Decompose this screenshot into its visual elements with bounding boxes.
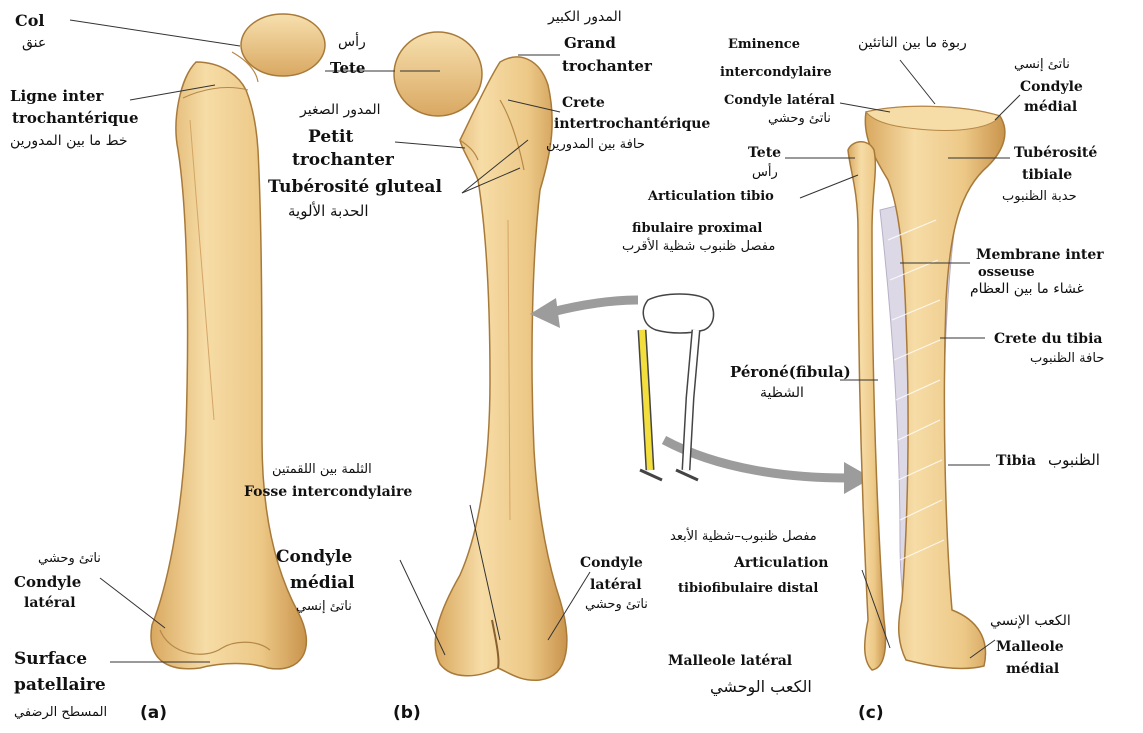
panel-label-a: (a) [140, 704, 167, 723]
label-condyle-med-b: Condyle [276, 548, 352, 567]
label-lateral-b: latéral [590, 578, 642, 594]
label-petit: Petit [308, 128, 353, 147]
label-condyle-med-ar-c: ناتئ إنسي [1014, 58, 1070, 73]
label-articulation-distal-ar: مفصل ظنبوب–شظية الأبعد [670, 530, 817, 545]
label-condyle-med-c: Condyle [1020, 80, 1083, 96]
label-crete-tibia-ar: حافة الظنبوب [1030, 352, 1104, 367]
label-perone-ar: الشظية [760, 386, 804, 402]
label-articulation-proximal: Articulation tibio [648, 190, 774, 205]
label-articulation-proximal-ar: مفصل ظنبوب شظية الأقرب [622, 240, 775, 255]
label-intercondylaire-c: intercondylaire [720, 66, 832, 81]
label-fosse-ar: الثلمة بين اللقمتين [272, 463, 372, 478]
label-condyle-lat-c: Condyle latéral [724, 94, 835, 109]
label-membrane: Membrane inter [976, 248, 1104, 264]
label-crete: Crete [562, 96, 605, 112]
label-intertrochanterique: intertrochantérique [554, 117, 710, 133]
label-ligne-ar: خط ما بين المدورين [10, 134, 128, 150]
label-fibulaire-proximal: fibulaire proximal [632, 222, 762, 237]
label-fosse-intercondylaire: Fosse intercondylaire [244, 485, 412, 501]
label-grand-ar: المدور الكبير [548, 10, 622, 26]
label-tibiale: tibiale [1022, 168, 1072, 184]
label-tete-b: Tete [330, 60, 365, 77]
label-membrane-ar: غشاء ما بين العظام [970, 282, 1084, 298]
label-gluteal-ar: الحدبة الألوية [288, 203, 369, 220]
panel-label-b: (b) [393, 704, 421, 723]
label-trochanter-petit: trochanter [292, 151, 394, 170]
label-condyle-lat-ar: ناتئ وحشي [38, 552, 101, 567]
label-ligne-inter: Ligne inter [10, 88, 103, 105]
label-perone: Péroné(fibula) [730, 364, 851, 381]
femur-anterior [151, 14, 325, 669]
label-eminence-ar: ربوة ما بين الناتئين [858, 36, 967, 52]
label-petit-ar: المدور الصغير [300, 103, 381, 119]
label-condyle-lat-a: Condyle [14, 574, 81, 591]
panel-label-c: (c) [858, 704, 884, 723]
label-osseuse: osseuse [978, 266, 1035, 281]
label-tete-ar-c: رأس [752, 166, 778, 181]
label-eminence: Eminence [728, 38, 800, 53]
label-malleole-med: Malleole [996, 640, 1064, 656]
label-condyle-lat-ar-b: ناتئ وحشي [585, 598, 648, 613]
label-malleole-lat-ar: الكعب الوحشي [710, 678, 812, 696]
label-malleole-lat: Malleole latéral [668, 654, 792, 670]
label-col: Col [15, 12, 44, 30]
label-tuberosite-ar: حدبة الظنبوب [1002, 190, 1077, 205]
label-condyle-lat-b: Condyle [580, 556, 643, 572]
label-tuberosite-gluteal: Tubérosité gluteal [268, 178, 442, 197]
label-tuberosite-tibiale: Tubérosité [1014, 146, 1097, 162]
label-medial-malleole: médial [1006, 662, 1059, 678]
label-condyle-med-ar-b: ناتئ إنسي [296, 600, 352, 615]
label-trochanter-grand: trochanter [562, 58, 652, 75]
tibia-fibula [848, 106, 1005, 670]
femur-posterior [394, 32, 567, 680]
label-condyle-lat-ar-c: ناتئ وحشي [768, 112, 831, 127]
label-medial-b: médial [290, 574, 355, 593]
label-tibiofibulaire-distal: tibiofibulaire distal [678, 582, 818, 597]
label-crete-tibia: Crete du tibia [994, 332, 1102, 348]
label-tibia-ar: الظنبوب [1048, 452, 1100, 469]
label-surface: Surface [14, 650, 87, 669]
label-lateral-a: latéral [24, 596, 76, 612]
label-medial-c: médial [1024, 100, 1077, 116]
label-grand: Grand [564, 35, 616, 52]
label-col-ar: عنق [22, 36, 46, 52]
label-trochanterique: trochantérique [12, 110, 139, 127]
label-articulation-distal: Articulation [734, 556, 828, 572]
label-malleole-med-ar: الكعب الإنسي [990, 614, 1071, 630]
label-tibia: Tibia [996, 454, 1036, 470]
label-tete-c: Tete [748, 146, 781, 162]
label-crete-ar: حافة بين المدورين [546, 138, 645, 153]
label-patellaire: patellaire [14, 676, 106, 695]
label-surface-ar: المسطح الرضفي [14, 706, 107, 721]
label-tete-ar-b: رأس [338, 35, 366, 51]
